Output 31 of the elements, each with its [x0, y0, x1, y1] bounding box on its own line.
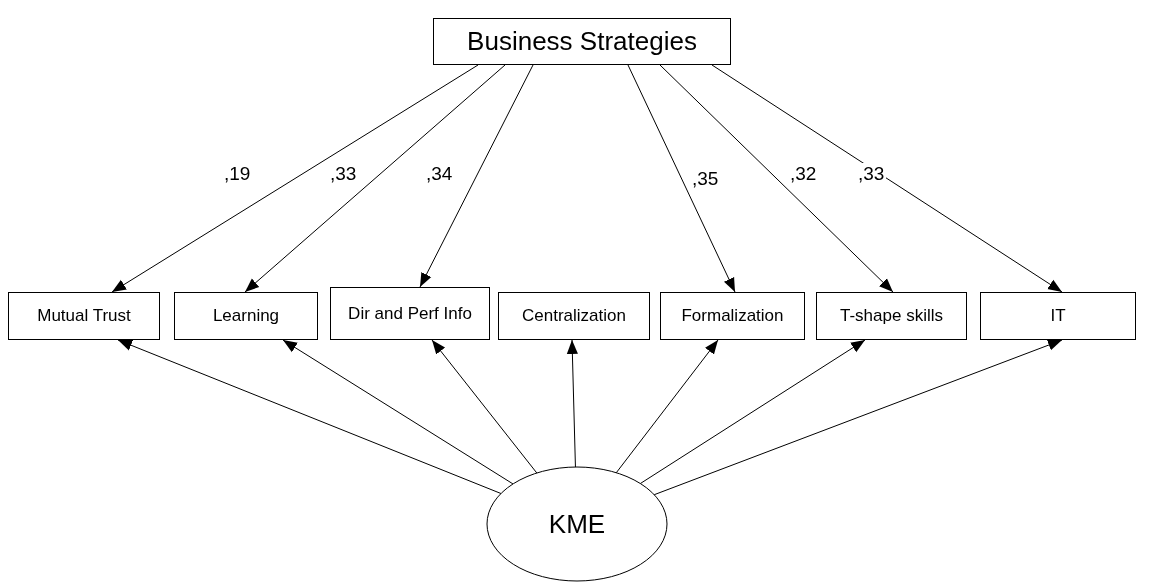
- arrow: [711, 64, 1063, 293]
- arrow: [431, 339, 538, 474]
- box-label: IT: [1050, 306, 1066, 326]
- arrow: [639, 339, 866, 484]
- box-label: Learning: [212, 306, 280, 326]
- variable-box: [816, 292, 967, 340]
- arrow: [627, 64, 736, 293]
- arrow: [117, 339, 502, 494]
- box-label: Business Strategies: [467, 26, 697, 57]
- arrow: [244, 64, 506, 293]
- node-label: KME: [548, 508, 606, 540]
- arrow: [566, 339, 578, 468]
- variable-box: [8, 292, 160, 340]
- box-label: T-shape skills: [840, 306, 943, 326]
- box-label: Dir and Perf Info: [348, 303, 472, 324]
- arrow: [653, 339, 1063, 496]
- variable-box: [660, 292, 805, 340]
- variable-box: [980, 292, 1136, 340]
- variable-box: [330, 287, 490, 340]
- arrow: [419, 64, 534, 288]
- arrow: [111, 64, 479, 293]
- variable-box: [498, 292, 650, 340]
- box-label: Formalization: [681, 306, 784, 326]
- arrow: [659, 64, 894, 293]
- arrow: [615, 339, 719, 474]
- box-label: Mutual Trust: [37, 306, 131, 326]
- box-label: Centralization: [522, 306, 626, 326]
- edge-label: ,33: [856, 163, 887, 185]
- variable-box: [433, 18, 731, 65]
- arrow: [282, 339, 514, 485]
- variable-box: [174, 292, 318, 340]
